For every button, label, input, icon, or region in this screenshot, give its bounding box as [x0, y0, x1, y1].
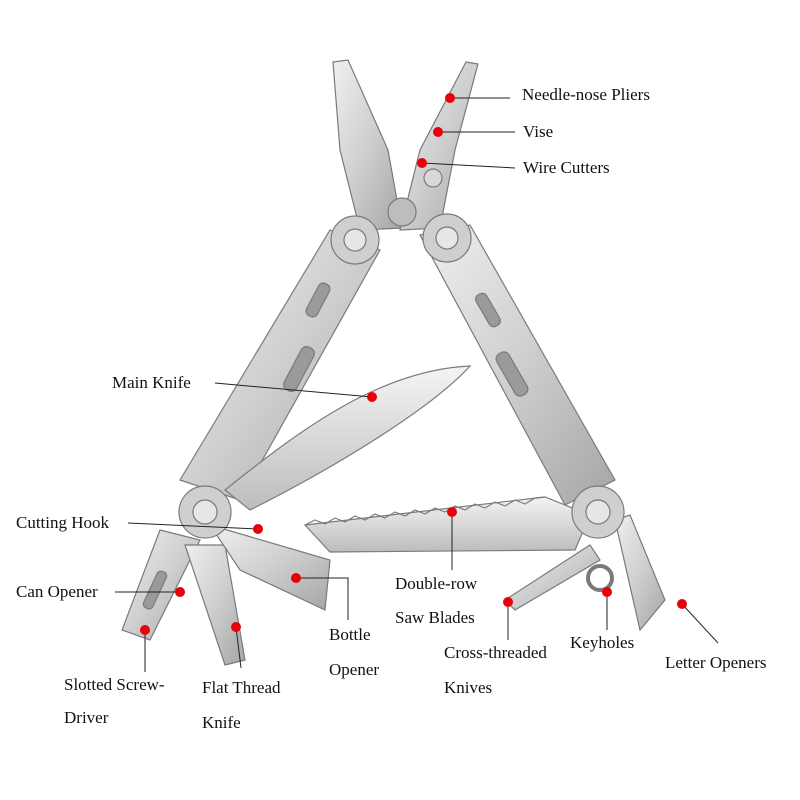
label-vise: Vise [523, 122, 554, 141]
letter-opener-blade [614, 514, 666, 632]
keyhole-ring [586, 564, 614, 592]
flat-thread-knife-blade [184, 544, 246, 666]
leader-lines [115, 97, 719, 672]
dot-main-knife [367, 392, 377, 402]
label-slotted-screwdriver-line1: Slotted Screw- [64, 675, 165, 694]
dot-cutting-hook [253, 524, 263, 534]
dot-double-row-saw [447, 507, 457, 517]
multitool-illustration [121, 59, 666, 666]
main-knife-blade [224, 365, 472, 511]
saw-teeth [304, 496, 546, 526]
bottle-opener-blade [208, 523, 331, 611]
label-cross-threaded-knives-line2: Knives [444, 678, 493, 697]
dot-flat-thread-knife [231, 622, 241, 632]
label-double-row-saw-line1: Double-row [395, 574, 478, 593]
right-handle-slot [495, 351, 529, 397]
saw-blade [303, 496, 591, 553]
leader-cutting-hook [127, 522, 259, 530]
label-bottle-opener-line1: Bottle [329, 625, 371, 644]
plier-rivet [423, 168, 443, 188]
right-handle-slot-2 [475, 292, 501, 328]
label-main-knife: Main Knife [112, 373, 191, 392]
leader-letter-openers [681, 603, 719, 644]
dot-letter-openers [677, 599, 687, 609]
dot-slotted-screwdriver [140, 625, 150, 635]
dot-can-opener [175, 587, 185, 597]
leader-flat-thread-knife [235, 626, 242, 669]
dot-keyholes [602, 587, 612, 597]
label-keyholes: Keyholes [570, 633, 635, 652]
left-handle-slot-2 [305, 282, 331, 318]
label-letter-openers: Letter Openers [665, 653, 767, 672]
label-bottle-opener-line2: Opener [329, 660, 380, 679]
left-handle-slot [283, 346, 315, 392]
dot-cross-threaded-knives [503, 597, 513, 607]
leader-wire-cutters [421, 162, 516, 169]
marker-dots [140, 93, 687, 635]
plier-pivot [387, 197, 417, 227]
label-cutting-hook: Cutting Hook [16, 513, 110, 532]
dot-needle-nose-pliers [445, 93, 455, 103]
cross-threaded-knife-blade [504, 544, 601, 611]
right-handle [419, 224, 616, 506]
label-slotted-screwdriver-line2: Driver [64, 708, 109, 727]
label-needle-nose-pliers: Needle-nose Pliers [522, 85, 650, 104]
dot-bottle-opener [291, 573, 301, 583]
label-double-row-saw-line2: Saw Blades [395, 608, 475, 627]
dot-vise [433, 127, 443, 137]
label-flat-thread-knife-line2: Knife [202, 713, 241, 732]
label-flat-thread-knife-line1: Flat Thread [202, 678, 281, 697]
leader-bottle-opener [296, 577, 349, 620]
leader-main-knife [214, 382, 373, 398]
dot-wire-cutters [417, 158, 427, 168]
label-wire-cutters: Wire Cutters [523, 158, 610, 177]
label-can-opener: Can Opener [16, 582, 98, 601]
label-cross-threaded-knives-line1: Cross-threaded [444, 643, 547, 662]
